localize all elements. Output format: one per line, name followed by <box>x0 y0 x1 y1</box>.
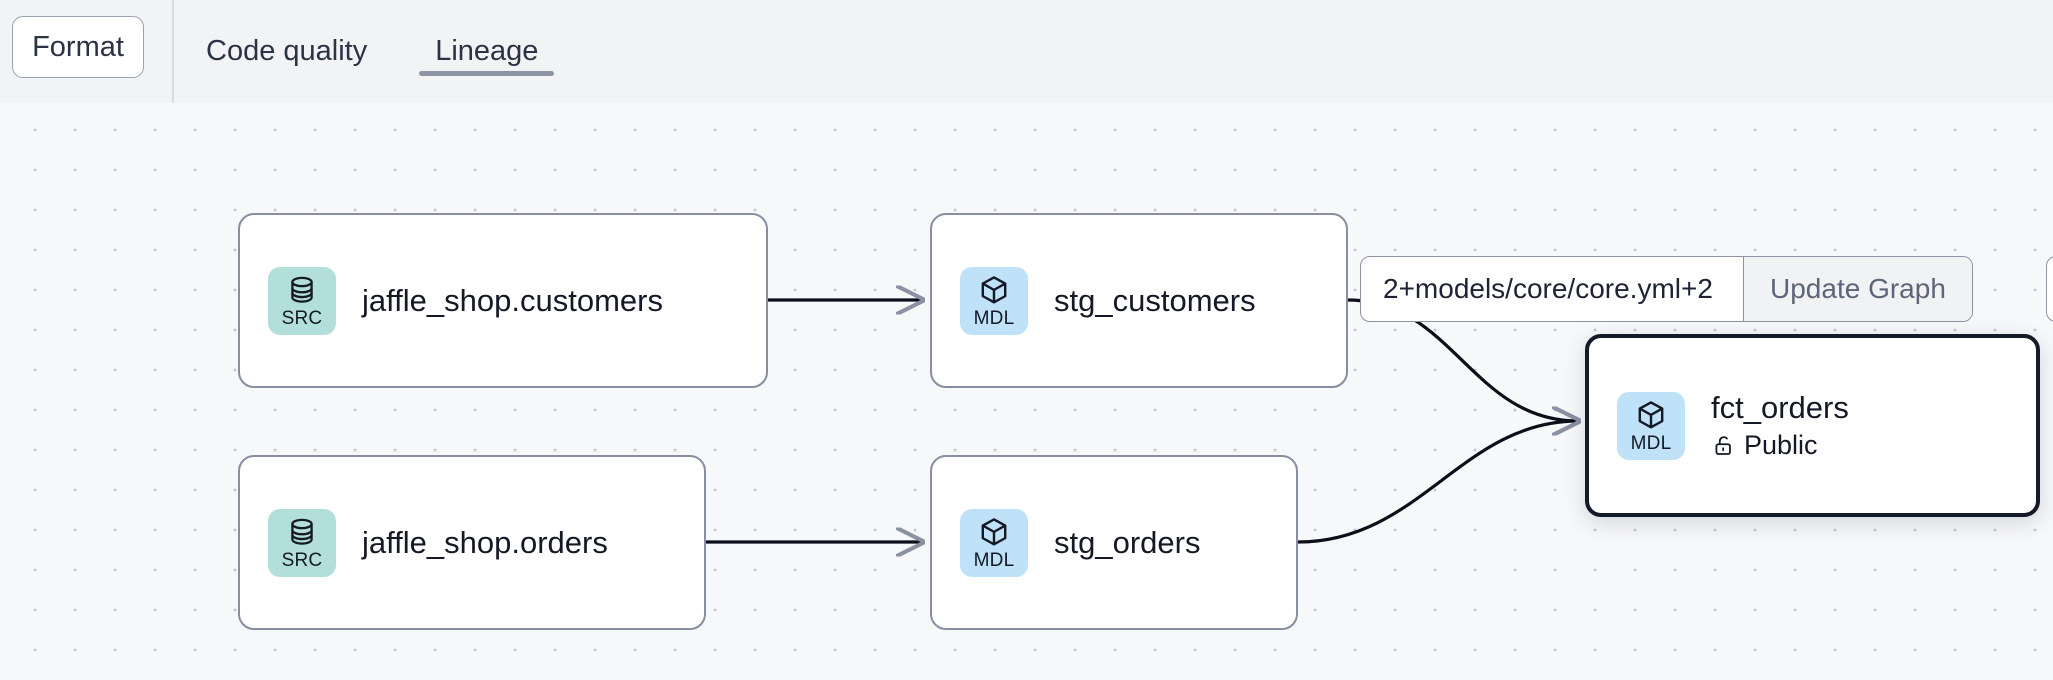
lineage-node-stg-orders[interactable]: MDL stg_orders <box>930 455 1298 630</box>
node-badge-label: SRC <box>281 307 323 329</box>
lineage-node-stg-customers[interactable]: MDL stg_customers <box>930 213 1348 388</box>
node-badge-mdl: MDL <box>960 508 1028 577</box>
tab-code-quality-label: Code quality <box>206 35 368 67</box>
cube-icon <box>981 517 1007 545</box>
update-graph-button[interactable]: Update Graph <box>1743 257 1972 321</box>
node-label: fct_orders <box>1711 390 1849 426</box>
tab-lineage[interactable]: Lineage <box>401 0 572 103</box>
node-body: fct_orders Public <box>1711 390 1849 461</box>
node-label: stg_orders <box>1054 524 1201 560</box>
update-graph-label: Update Graph <box>1770 273 1946 304</box>
node-badge-mdl: MDL <box>1617 391 1685 460</box>
format-button[interactable]: Format <box>12 16 144 78</box>
cube-icon <box>981 275 1007 303</box>
unlock-icon <box>1715 436 1731 455</box>
lineage-canvas[interactable]: SRC jaffle_shop.customers SRC jaffle_sho… <box>0 103 2053 680</box>
lineage-node-jaffle-shop-customers[interactable]: SRC jaffle_shop.customers <box>238 213 768 388</box>
node-body: stg_orders <box>1054 525 1200 561</box>
format-button-label: Format <box>32 30 124 63</box>
edge-stg-orders-fct-orders <box>1297 421 1578 544</box>
node-badge-label: MDL <box>1630 432 1672 454</box>
node-badge-src: SRC <box>268 266 336 335</box>
tab-bar: Code quality Lineage <box>172 0 572 103</box>
database-icon <box>291 276 313 303</box>
tab-lineage-label: Lineage <box>435 35 539 67</box>
tab-underline-active <box>419 71 555 76</box>
node-badge-label: MDL <box>973 307 1015 329</box>
graph-selector-control: Update Graph <box>1360 256 1973 322</box>
node-label: jaffle_shop.orders <box>362 524 608 560</box>
node-body: stg_customers <box>1054 283 1256 319</box>
toolbar-divider <box>172 0 174 103</box>
node-badge-label: SRC <box>281 549 323 571</box>
node-label: stg_customers <box>1054 282 1256 318</box>
node-badge-mdl: MDL <box>960 266 1028 335</box>
node-badge-label: MDL <box>973 549 1015 571</box>
lineage-node-fct-orders[interactable]: MDL fct_orders Public <box>1585 334 2040 517</box>
database-icon <box>291 518 313 545</box>
node-label: jaffle_shop.customers <box>362 282 663 318</box>
cube-icon <box>1638 400 1664 428</box>
node-access-badge: Public <box>1711 430 1849 461</box>
node-body: jaffle_shop.customers <box>362 283 663 319</box>
node-badge-src: SRC <box>268 508 336 577</box>
node-body: jaffle_shop.orders <box>362 525 608 561</box>
graph-secondary-control[interactable] <box>2046 256 2053 322</box>
graph-selector-input[interactable] <box>1361 257 1743 321</box>
lineage-node-jaffle-shop-orders[interactable]: SRC jaffle_shop.orders <box>238 455 706 630</box>
editor-toolbar: Format Code quality Lineage <box>0 0 2053 103</box>
tab-code-quality[interactable]: Code quality <box>172 0 401 103</box>
node-access-label: Public <box>1744 429 1818 460</box>
